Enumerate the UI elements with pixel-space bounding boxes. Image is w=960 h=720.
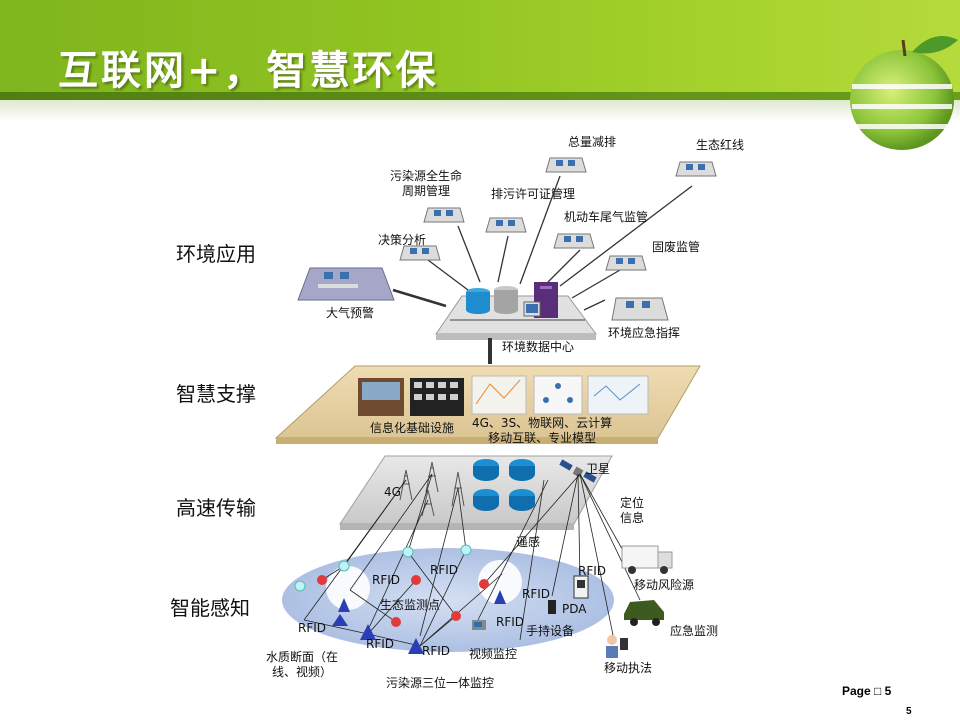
rfid-label-2: RFID xyxy=(372,573,401,587)
handheld-label: 手持设备 xyxy=(526,624,575,638)
layer-label-application: 环境应用 xyxy=(176,242,256,266)
mobile-enforcement-label: 移动执法 xyxy=(604,661,653,675)
water-section-label: 水质断面（在 线、视频） xyxy=(266,650,339,679)
satellite-label: 卫星 xyxy=(586,462,611,476)
sensing-devices xyxy=(472,545,673,658)
antenna-triangles xyxy=(332,590,506,654)
app-label-ecological-redline: 生态红线 xyxy=(696,138,745,152)
rfid-label-8: RFID xyxy=(422,644,451,658)
mobile-risk-label: 移动风险源 xyxy=(634,578,695,592)
title-banner xyxy=(0,0,960,92)
app-label-vehicle-exhaust: 机动车尾气监管 xyxy=(564,210,649,224)
app-label-emergency-command: 环境应急指挥 xyxy=(608,326,681,340)
cell-towers xyxy=(399,461,465,517)
label-4g: 4G xyxy=(384,485,401,499)
layer-label-transmission: 高速传输 xyxy=(176,496,256,520)
routers xyxy=(473,459,535,511)
ecological-point-label: 生态监测点 xyxy=(380,598,441,612)
transmission-platform xyxy=(339,455,613,530)
rfid-label-7: RFID xyxy=(366,637,395,651)
workstation-icons xyxy=(297,157,717,321)
footer-page-label: Page □ 5 xyxy=(842,684,892,698)
sensor-nodes xyxy=(294,544,489,627)
remote-sensing-label: 遥感 xyxy=(516,535,541,549)
sensing-ellipse xyxy=(282,548,614,652)
app-label-total-reduction: 总量减排 xyxy=(568,135,617,149)
satellite-icon xyxy=(559,459,597,483)
layer-label-sensing: 智能感知 xyxy=(170,596,250,620)
app-label-solid-waste: 固废监管 xyxy=(652,240,701,254)
data-center-servers xyxy=(450,282,585,321)
application-links xyxy=(392,175,693,364)
pda-label: PDA xyxy=(562,602,587,616)
technologies-label: 4G、3S、物联网、云计算 移动互联、专业模型 xyxy=(472,416,613,445)
banner-fade xyxy=(0,100,960,122)
app-label-pollution-lifecycle: 污染源全生命 周期管理 xyxy=(390,169,463,198)
app-label-air-warning: 大气预警 xyxy=(326,306,375,320)
banner-stripe xyxy=(0,92,960,100)
rfid-label-4: RFID xyxy=(522,587,551,601)
rfid-label-5: RFID xyxy=(298,621,327,635)
infrastructure-label: 信息化基础设施 xyxy=(370,421,455,435)
positioning-label: 定位 信息 xyxy=(620,496,645,525)
pollution-monitor-label: 污染源三位一体监控 xyxy=(386,676,495,690)
apple-decoration xyxy=(850,36,958,150)
footer-page-number: 5 xyxy=(906,706,912,717)
slide-title: 互联网+，智慧环保 xyxy=(58,48,439,94)
rfid-label-1: RFID xyxy=(430,563,459,577)
data-center-label: 环境数据中心 xyxy=(502,340,575,354)
support-platform xyxy=(274,365,701,444)
rfid-label-6: RFID xyxy=(496,615,525,629)
emergency-monitor-label: 应急监测 xyxy=(670,624,719,638)
app-label-discharge-permit: 排污许可证管理 xyxy=(491,187,576,201)
rfid-label-3: RFID xyxy=(578,564,607,578)
layer-label-support: 智慧支撑 xyxy=(176,382,256,406)
video-monitor-label: 视频监控 xyxy=(469,647,518,661)
app-label-decision-analysis: 决策分析 xyxy=(378,233,427,247)
